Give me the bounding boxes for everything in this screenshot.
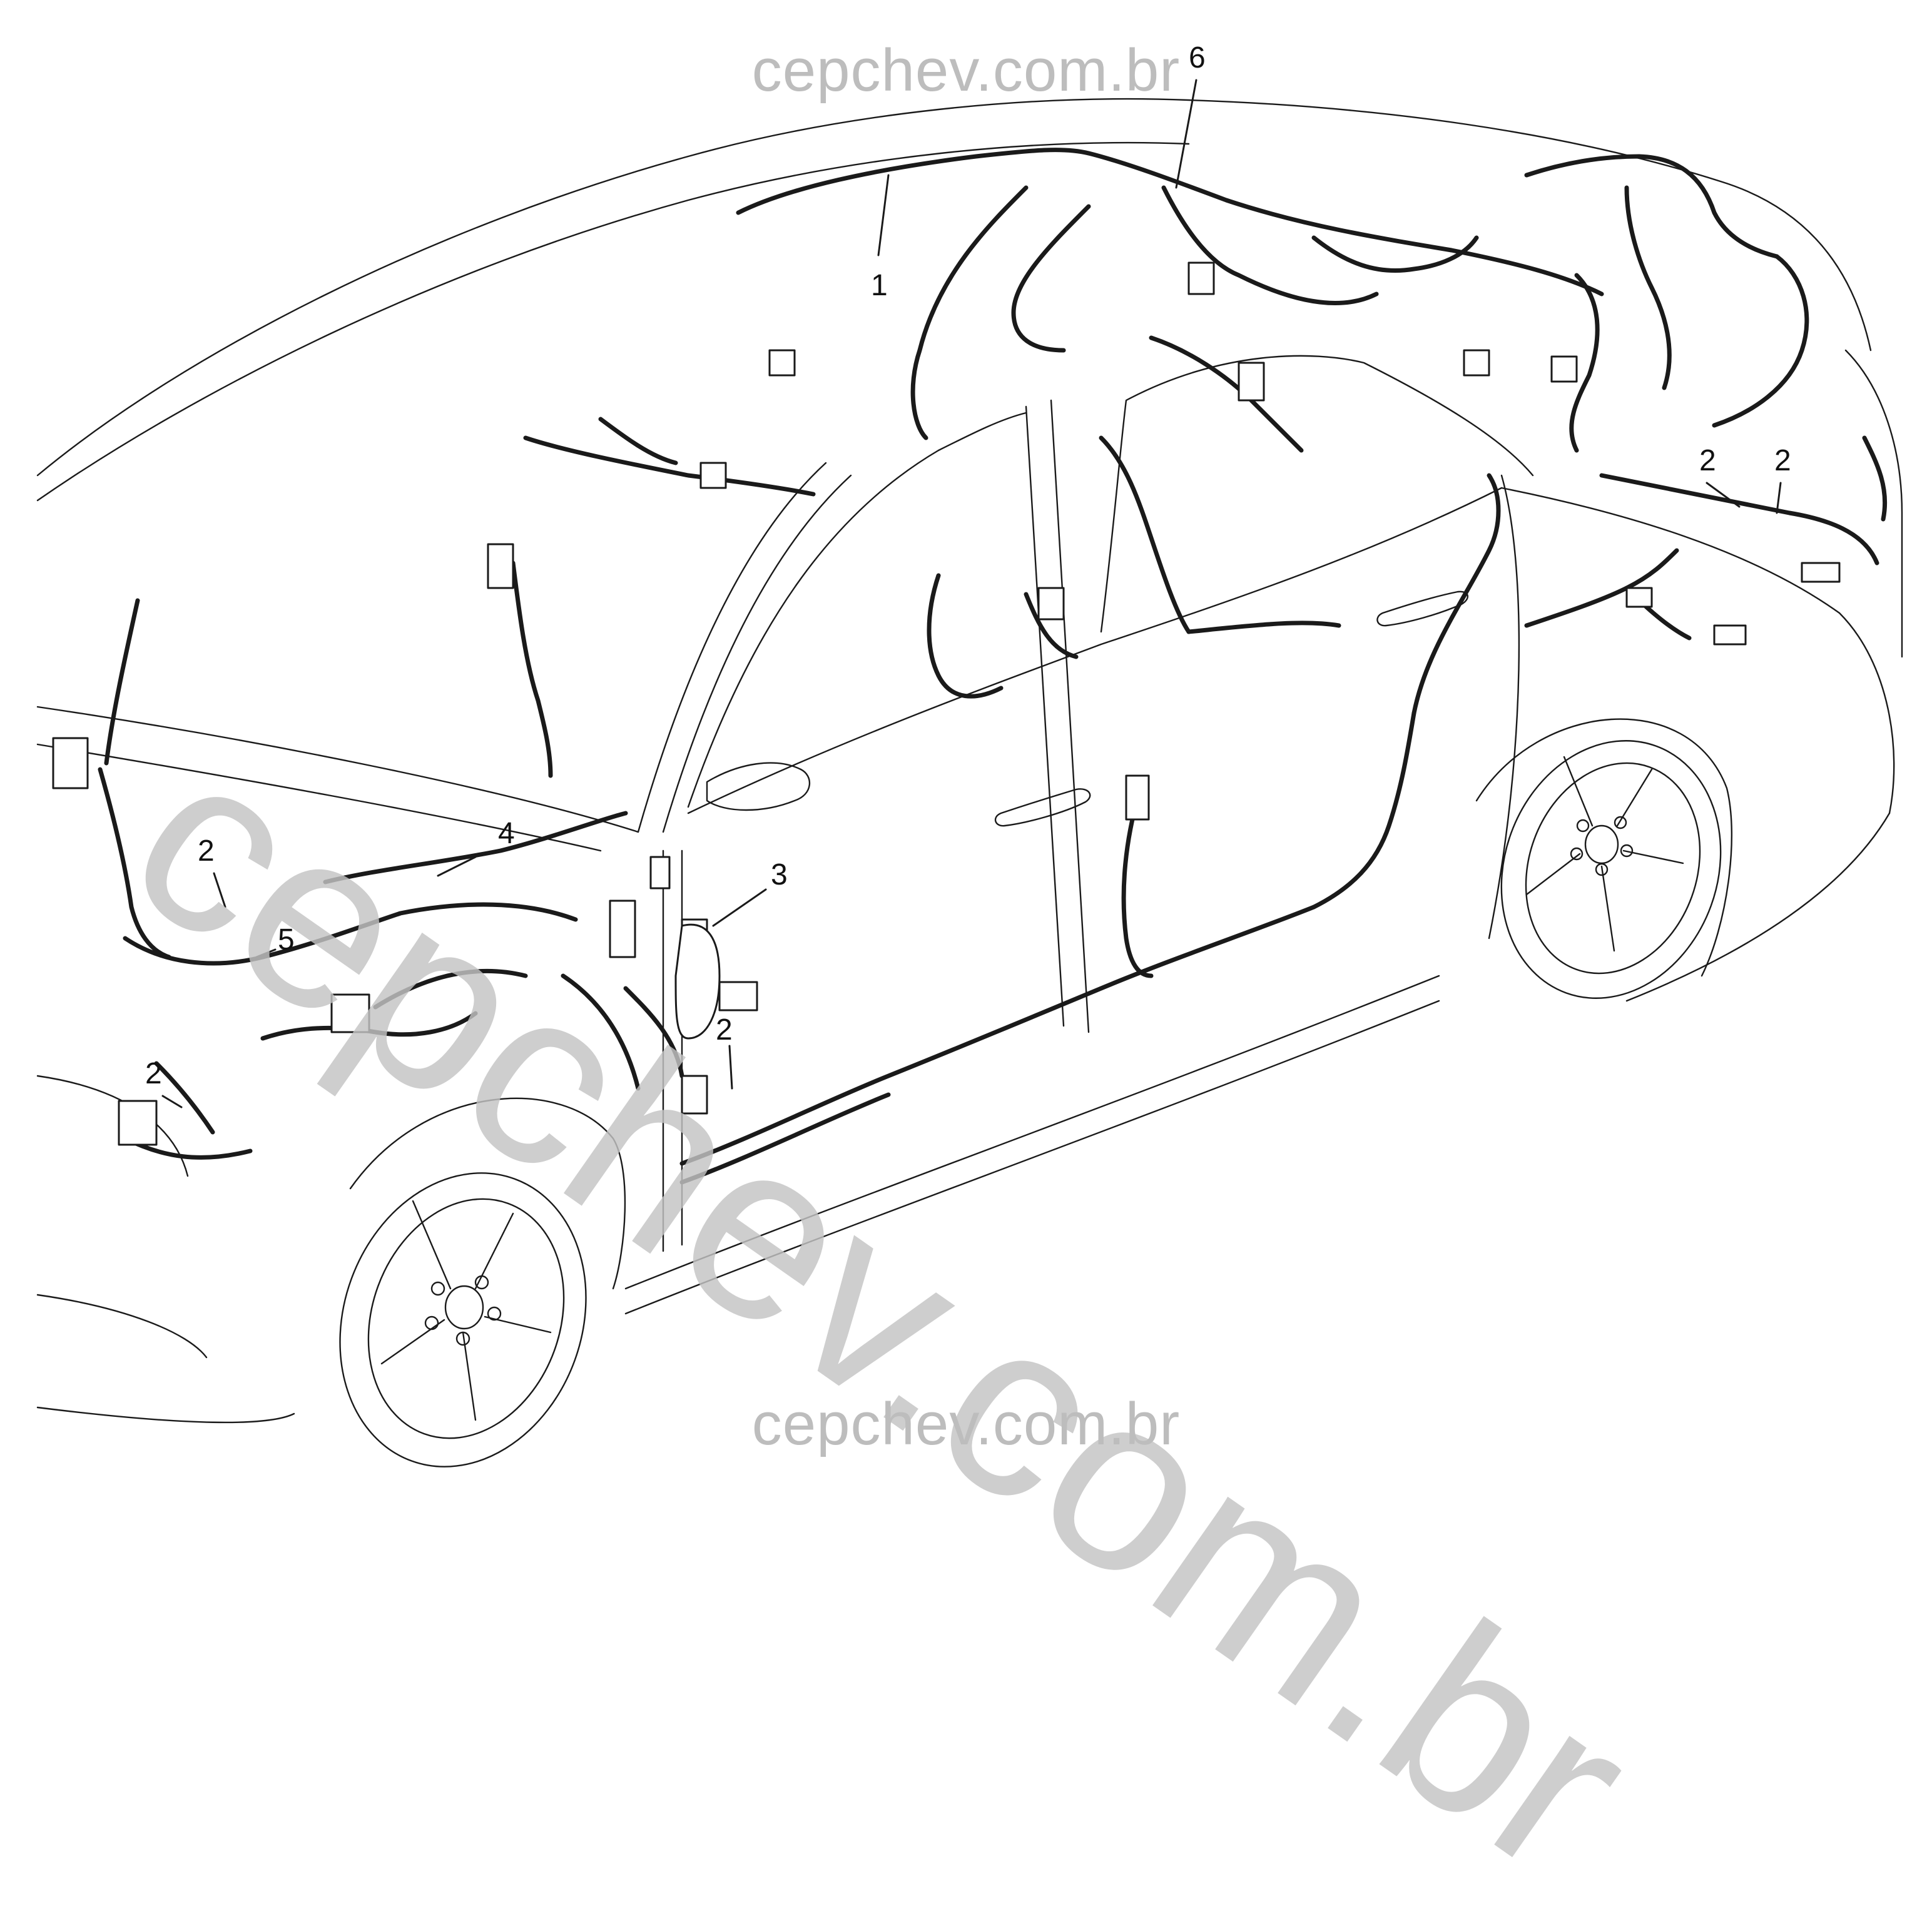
callout-2-front-lower: 2 bbox=[145, 1057, 162, 1090]
harness-connectors bbox=[52, 261, 1841, 1146]
wiring-harness bbox=[98, 148, 1888, 1185]
rear-wheel bbox=[1500, 740, 1722, 999]
callout-2-center: 2 bbox=[716, 1013, 733, 1047]
callout-5: 5 bbox=[278, 923, 295, 956]
front-wheel bbox=[339, 1172, 587, 1467]
watermark-bottom: cepchev.com.br bbox=[751, 1391, 1181, 1457]
callout-2-rear-right: 2 bbox=[1774, 444, 1791, 477]
callout-2-front-upper: 2 bbox=[198, 834, 215, 868]
car-body-outline bbox=[36, 98, 1903, 1424]
callout-leaders bbox=[161, 79, 1782, 1108]
callout-4: 4 bbox=[498, 817, 515, 850]
car-wiring-illustration: 1 6 2 2 2 3 4 5 2 2 bbox=[36, 41, 1903, 1467]
wiring-harness-diagram: 1 6 2 2 2 3 4 5 2 2 cepchev.com.br cepch… bbox=[36, 37, 1903, 1926]
callout-3: 3 bbox=[771, 858, 788, 891]
watermark-top: cepchev.com.br bbox=[751, 37, 1181, 104]
callout-2-rear-left: 2 bbox=[1699, 444, 1716, 477]
callout-6: 6 bbox=[1189, 41, 1206, 74]
callout-labels: 1 6 2 2 2 3 4 5 2 2 bbox=[145, 41, 1791, 1090]
callout-1: 1 bbox=[871, 269, 888, 302]
